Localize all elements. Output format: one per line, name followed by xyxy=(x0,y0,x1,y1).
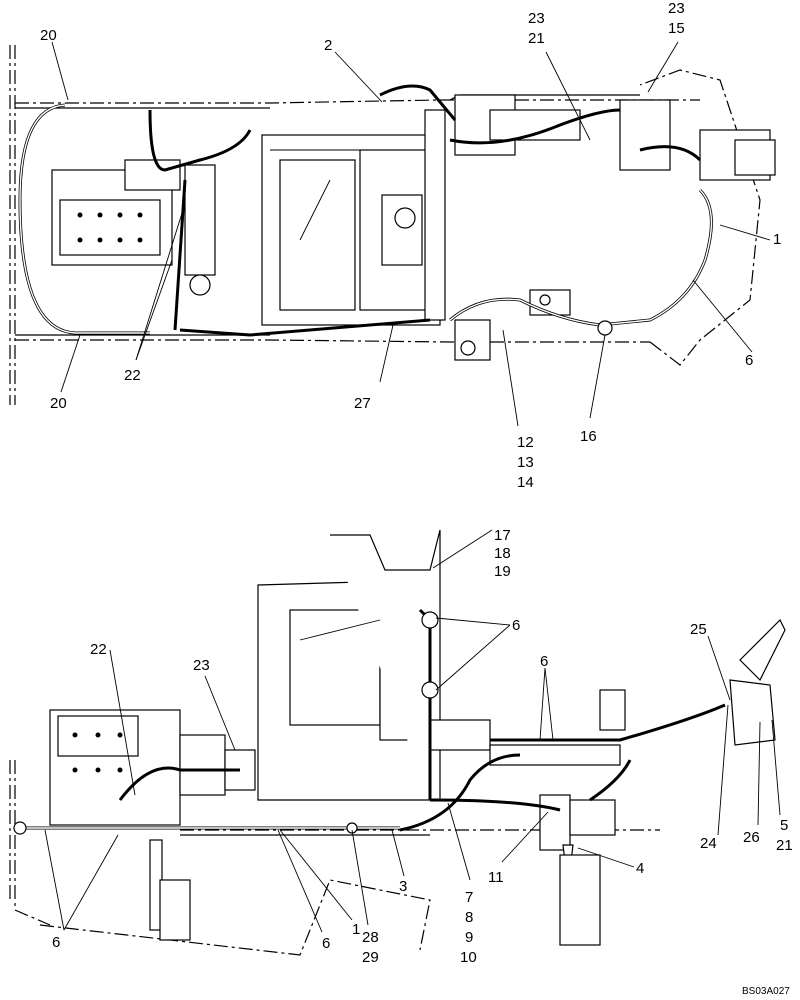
callout-22-top: 22 xyxy=(124,367,141,384)
side-callouts: 17 18 19 6 25 6 22 23 24 26 5 21 4 11 7 … xyxy=(52,527,793,966)
drawing-code: BS03A027 xyxy=(742,986,790,997)
callout-13: 13 xyxy=(517,454,534,471)
engine-block xyxy=(51,159,216,296)
callout-23-side: 23 xyxy=(193,657,210,674)
callout-14: 14 xyxy=(517,474,534,491)
callout-12: 12 xyxy=(517,434,534,451)
callout-20-bottom: 20 xyxy=(50,395,67,412)
callout-6-side-c: 6 xyxy=(322,935,330,952)
callout-23-b: 23 xyxy=(668,0,685,17)
side-rear-components xyxy=(489,618,786,946)
callout-8: 8 xyxy=(465,909,473,926)
side-engine xyxy=(49,709,256,941)
callout-1-top: 1 xyxy=(773,231,781,248)
callout-28: 28 xyxy=(362,929,379,946)
callout-2: 2 xyxy=(324,37,332,54)
callout-19: 19 xyxy=(494,563,511,580)
callout-6-side-a: 6 xyxy=(512,617,520,634)
callout-20-top: 20 xyxy=(40,27,57,44)
callout-27: 27 xyxy=(354,395,371,412)
callout-1-side: 1 xyxy=(352,921,360,938)
callout-6-side-d: 6 xyxy=(52,934,60,951)
cab-frame xyxy=(261,109,446,326)
callout-4: 4 xyxy=(636,860,644,877)
callout-11: 11 xyxy=(488,869,504,886)
side-harness xyxy=(13,608,726,835)
side-cab xyxy=(257,529,491,801)
callout-23-a: 23 xyxy=(528,10,545,27)
top-leaders xyxy=(51,41,771,427)
top-callouts: 20 2 23 21 23 15 1 6 22 20 27 12 13 14 1… xyxy=(40,0,781,491)
callout-6-side-b: 6 xyxy=(540,653,548,670)
top-view: 20 2 23 21 23 15 1 6 22 20 27 12 13 14 1… xyxy=(9,0,781,491)
callout-16: 16 xyxy=(580,428,597,445)
callout-25: 25 xyxy=(690,621,707,638)
top-harness xyxy=(18,84,713,337)
rear-components xyxy=(454,94,776,361)
callout-17: 17 xyxy=(494,527,511,544)
callout-10: 10 xyxy=(460,949,477,966)
side-view: 17 18 19 6 25 6 22 23 24 26 5 21 4 11 7 … xyxy=(9,527,793,997)
callout-3: 3 xyxy=(399,878,407,895)
callout-5: 5 xyxy=(780,817,788,834)
callout-18: 18 xyxy=(494,545,511,562)
callout-21-a: 21 xyxy=(528,30,545,47)
callout-29: 29 xyxy=(362,949,379,966)
callout-24: 24 xyxy=(700,835,717,852)
callout-26: 26 xyxy=(743,829,760,846)
side-leaders xyxy=(44,529,781,933)
callout-7: 7 xyxy=(465,889,473,906)
callout-21-side: 21 xyxy=(776,837,793,854)
callout-22-side: 22 xyxy=(90,641,107,658)
callout-6-top: 6 xyxy=(745,352,753,369)
callout-15: 15 xyxy=(668,20,685,37)
callout-9: 9 xyxy=(465,929,473,946)
